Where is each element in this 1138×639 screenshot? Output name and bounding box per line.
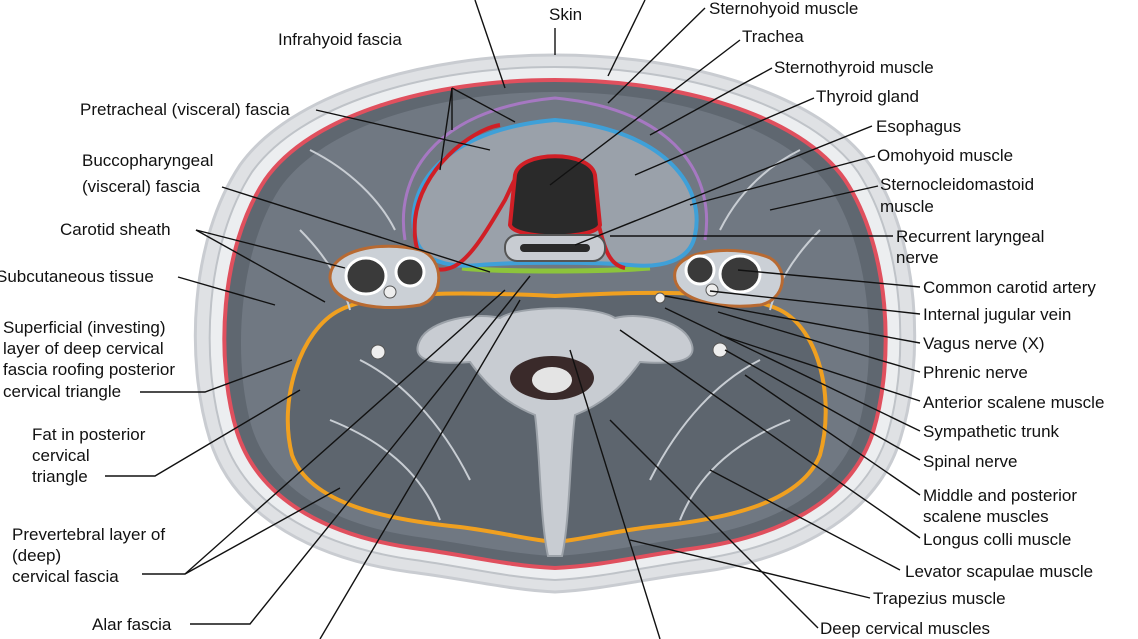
label-trachea: Trachea xyxy=(742,27,804,46)
label-prevertebral-3: cervical fascia xyxy=(12,567,119,586)
label-trapezius: Trapezius muscle xyxy=(873,589,1006,608)
label-common-carotid-artery: Common carotid artery xyxy=(923,278,1096,297)
label-skin: Skin xyxy=(549,5,582,24)
label-thyroid-gland: Thyroid gland xyxy=(816,87,919,106)
carotid-sheath-right xyxy=(673,248,784,308)
label-deep-cervical-muscles: Deep cervical muscles xyxy=(820,619,990,638)
label-recurrent-2: nerve xyxy=(896,248,939,267)
spinal-nerve-dot xyxy=(712,342,728,358)
label-spinal-nerve: Spinal nerve xyxy=(923,452,1018,471)
spinal-nerve-dot-left xyxy=(370,344,386,360)
anatomy xyxy=(193,53,917,594)
label-internal-jugular-vein: Internal jugular vein xyxy=(923,305,1071,324)
label-prevertebral-1: Prevertebral layer of xyxy=(12,525,165,544)
label-scm-1: Sternocleidomastoid xyxy=(880,175,1034,194)
esophagus-lumen xyxy=(520,244,590,252)
label-subcutaneous-tissue: Subcutaneous tissue xyxy=(0,267,154,286)
label-sternothyroid-muscle: Sternothyroid muscle xyxy=(774,58,934,77)
label-buccopharyngeal-2: (visceral) fascia xyxy=(82,177,201,196)
label-middle-posterior-scalene-1: Middle and posterior xyxy=(923,486,1077,505)
label-middle-posterior-scalene-2: scalene muscles xyxy=(923,507,1049,526)
alar-fascia xyxy=(461,265,651,274)
label-pretracheal-fascia: Pretracheal (visceral) fascia xyxy=(80,100,290,119)
labels: Skin Sternohyoid muscle Trachea Infrahyo… xyxy=(0,0,1104,638)
label-infrahyoid-fascia: Infrahyoid fascia xyxy=(278,30,402,49)
label-anterior-scalene: Anterior scalene muscle xyxy=(923,393,1104,412)
trachea-wall xyxy=(507,154,603,239)
label-superficial-2: layer of deep cervical xyxy=(3,339,164,358)
label-esophagus: Esophagus xyxy=(876,117,961,136)
label-longus-colli: Longus colli muscle xyxy=(923,530,1071,549)
phrenic-nerve-dot xyxy=(654,292,666,304)
leader-lines xyxy=(105,0,921,639)
label-carotid-sheath: Carotid sheath xyxy=(60,220,171,239)
label-superficial-4: cervical triangle xyxy=(3,382,121,401)
spinal-cord xyxy=(532,367,572,393)
carotid-sheath-left xyxy=(328,244,441,309)
label-buccopharyngeal-1: Buccopharyngeal xyxy=(82,151,213,170)
label-vagus-nerve: Vagus nerve (X) xyxy=(923,334,1045,353)
muscle-septa xyxy=(299,149,821,521)
infrahyoid-fascia xyxy=(401,96,709,241)
label-levator-scapulae: Levator scapulae muscle xyxy=(905,562,1093,581)
label-superficial-1: Superficial (investing) xyxy=(3,318,166,337)
label-sympathetic-trunk: Sympathetic trunk xyxy=(923,422,1060,441)
label-omohyoid-muscle: Omohyoid muscle xyxy=(877,146,1013,165)
label-fat-3: triangle xyxy=(32,467,88,486)
label-prevertebral-2: (deep) xyxy=(12,546,61,565)
label-recurrent-1: Recurrent laryngeal xyxy=(896,227,1044,246)
label-alar-fascia: Alar fascia xyxy=(92,615,172,634)
label-superficial-3: fascia roofing posterior xyxy=(3,360,175,379)
vertebral-body xyxy=(416,307,694,557)
label-sternohyoid-muscle: Sternohyoid muscle xyxy=(709,0,858,18)
label-fat-1: Fat in posterior xyxy=(32,425,146,444)
label-scm-2: muscle xyxy=(880,197,934,216)
label-phrenic-nerve: Phrenic nerve xyxy=(923,363,1028,382)
label-fat-2: cervical xyxy=(32,446,90,465)
